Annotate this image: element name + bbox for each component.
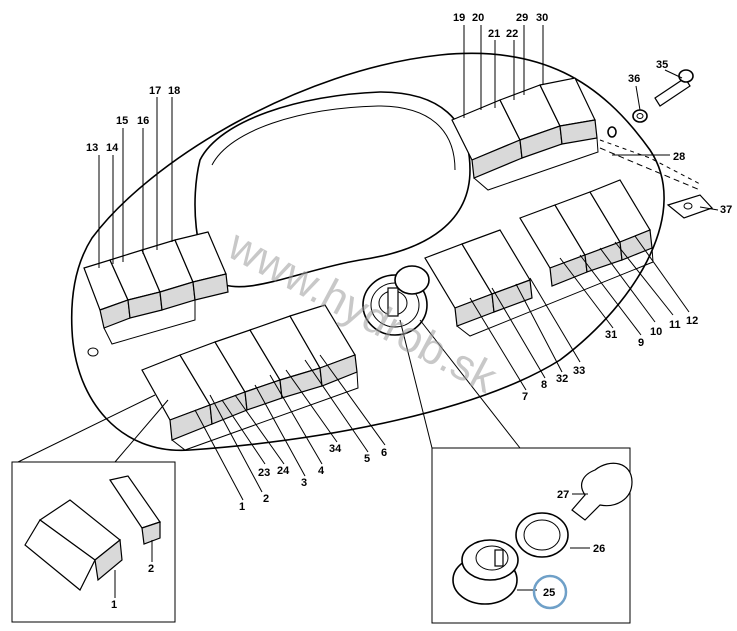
label-35: 35 <box>656 59 668 71</box>
label-23: 23 <box>258 467 270 479</box>
label-10: 10 <box>650 326 662 338</box>
label-4: 4 <box>318 465 325 477</box>
label-5: 5 <box>364 453 370 465</box>
label-17: 17 <box>149 85 161 97</box>
highlight-circle <box>532 574 568 610</box>
label-2: 2 <box>263 493 269 505</box>
label-6: 6 <box>381 447 387 459</box>
upper-right-switch-group <box>451 77 599 191</box>
fastener-parts <box>599 69 714 219</box>
left-inset <box>11 461 176 623</box>
label-34: 34 <box>329 443 342 455</box>
label-16: 16 <box>137 115 149 127</box>
label-31: 31 <box>605 329 617 341</box>
mounting-hole <box>87 347 99 357</box>
label-8: 8 <box>541 379 547 391</box>
label-20: 20 <box>472 12 484 24</box>
ignition-switch <box>362 265 430 336</box>
label-3: 3 <box>301 477 307 489</box>
label-19: 19 <box>453 12 465 24</box>
label-1: 1 <box>239 501 245 513</box>
part-number-labels: 13 14 15 16 17 18 19 20 21 22 29 30 35 3… <box>86 12 732 611</box>
label-14: 14 <box>106 142 119 154</box>
label-37: 37 <box>720 204 732 216</box>
lower-right-switch-group <box>424 179 654 337</box>
inset-label-26: 26 <box>593 543 605 555</box>
label-28: 28 <box>673 151 685 163</box>
instrument-cluster-inner <box>211 105 456 171</box>
label-30: 30 <box>536 12 548 24</box>
label-22: 22 <box>506 28 518 40</box>
left-switch-group <box>83 231 229 345</box>
label-21: 21 <box>488 28 500 40</box>
inset-label-2: 2 <box>148 563 154 575</box>
leader-lines <box>98 25 719 501</box>
label-29: 29 <box>516 12 528 24</box>
right-inset-callout <box>399 319 521 449</box>
label-32: 32 <box>556 373 568 385</box>
label-24: 24 <box>277 465 290 477</box>
label-33: 33 <box>573 365 585 377</box>
inset-label-1: 1 <box>111 599 117 611</box>
label-15: 15 <box>116 115 128 127</box>
label-7: 7 <box>522 391 528 403</box>
label-36: 36 <box>628 73 640 85</box>
label-13: 13 <box>86 142 98 154</box>
inset-label-27: 27 <box>557 489 569 501</box>
label-9: 9 <box>638 337 644 349</box>
lower-left-switch-group <box>141 304 359 451</box>
label-12: 12 <box>686 315 698 327</box>
left-inset-callout <box>17 394 169 463</box>
right-inset <box>431 447 633 624</box>
label-18: 18 <box>168 85 180 97</box>
label-11: 11 <box>669 319 681 331</box>
inset-label-25: 25 <box>543 587 555 599</box>
